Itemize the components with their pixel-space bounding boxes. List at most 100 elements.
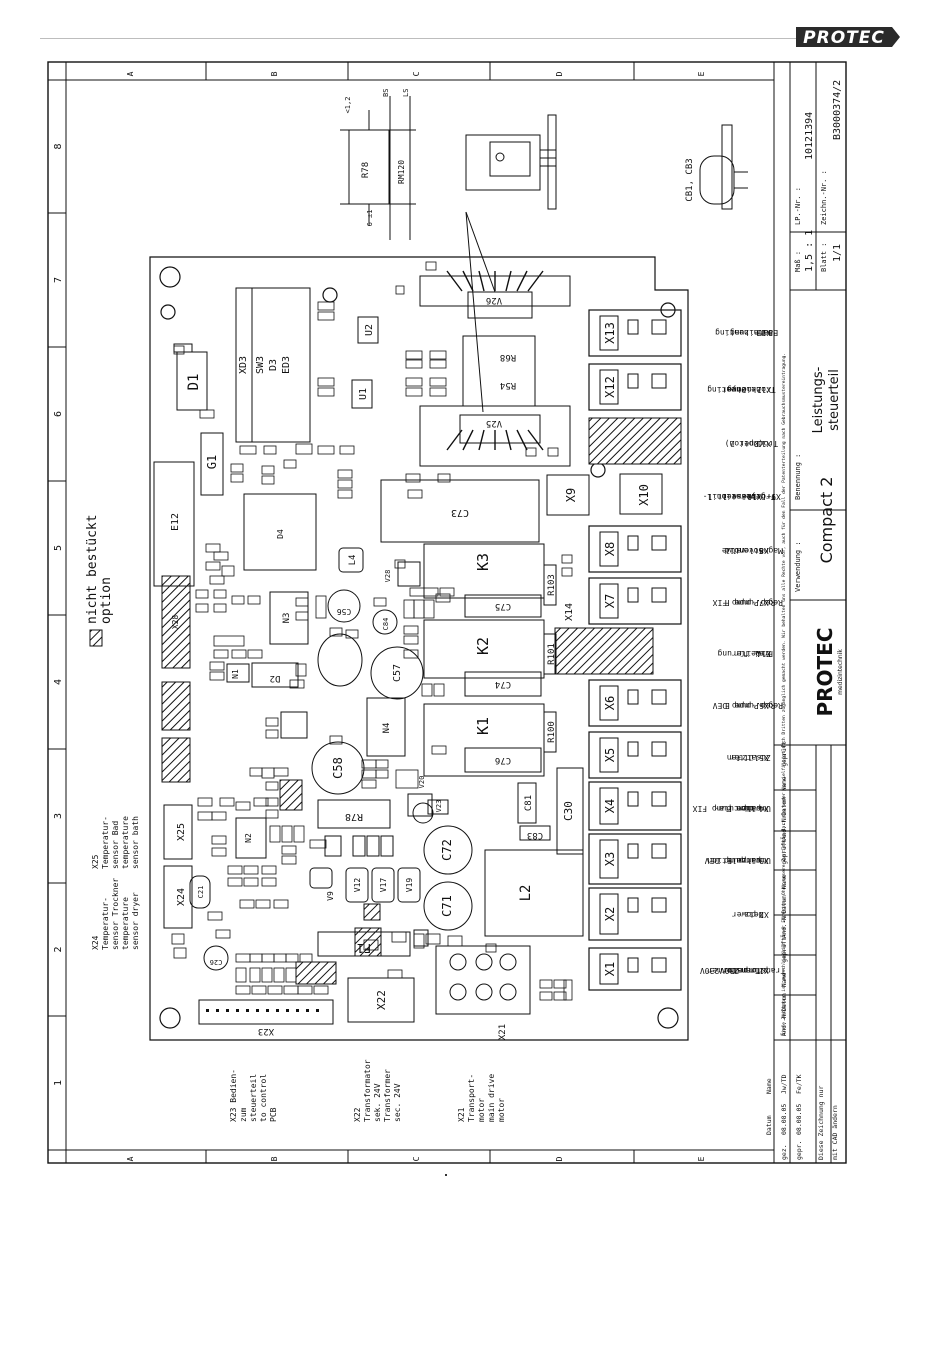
frame-letter-top: E <box>697 71 706 76</box>
smd-pad <box>173 345 185 355</box>
revision-headers: Änd.-Nr.DatumNamegeprüftÄnd.-Nr.DatumNam… <box>781 741 788 1036</box>
smd-pad <box>429 377 447 387</box>
smd-pad <box>235 801 251 811</box>
revision-header: Datum <box>781 993 788 1011</box>
label-BS: BS <box>382 89 390 97</box>
smd-pad <box>265 809 279 819</box>
smd-pad <box>295 663 307 677</box>
header-pin <box>276 1009 279 1012</box>
label-V19: V19 <box>405 878 414 893</box>
label-C30: C30 <box>562 801 575 821</box>
connector-label-x6: X6 <box>603 696 617 710</box>
connector-desc-line: X7 <box>759 598 769 607</box>
label-C76: C76 <box>495 755 511 765</box>
smd-pad <box>239 445 257 455</box>
smd-pad <box>403 649 419 659</box>
connector-desc-line: gebläse 1 <box>722 492 766 501</box>
connector-desc-line: Trockner- <box>732 492 775 501</box>
revision-header: Änd.-Nr. <box>781 811 788 840</box>
smd-pad <box>429 350 447 360</box>
connector-desc-line: PCB <box>269 1107 278 1122</box>
connector-desc-line: heating <box>707 385 741 394</box>
connector-desc-line: sensor Trockner <box>111 878 120 950</box>
smd-pad <box>195 603 209 613</box>
smd-pad <box>261 967 273 983</box>
frame-letter-top: D <box>555 71 564 76</box>
label-K1: K1 <box>474 717 492 735</box>
connector-desc-line: sensor Bad <box>111 821 120 869</box>
connector-label-x3: X3 <box>603 852 617 866</box>
connector-label-x2: X2 <box>603 907 617 921</box>
brand-logo: PROTEC <box>796 27 900 48</box>
smd-pad <box>395 769 419 789</box>
label-X23: X23 <box>258 1026 274 1036</box>
connector-desc-line: X24 <box>91 935 100 950</box>
smd-pad <box>261 767 275 779</box>
heatsink-fin <box>516 270 528 292</box>
benennung-line1: Leistungs- <box>811 366 826 433</box>
zeichn-label: Zeichn.-Nr. : <box>820 170 828 225</box>
cad-note-2: mit CAD ändern <box>831 1105 839 1160</box>
label-K2: K2 <box>474 637 492 655</box>
label-C26: C26 <box>210 958 223 966</box>
connector-label-x12: X12 <box>603 376 617 398</box>
label-X21: X21 <box>498 1024 508 1040</box>
label-C81: C81 <box>524 795 534 811</box>
smd-pad <box>230 473 244 483</box>
smd-pad <box>563 979 573 1001</box>
name-label: Name <box>765 1078 773 1094</box>
smd-pad <box>285 967 297 983</box>
connector-block-x6: X6 <box>588 679 682 727</box>
page-dot <box>445 1174 447 1176</box>
connector-desc-line: X1 <box>759 966 769 975</box>
heatsink-fin <box>446 270 463 292</box>
zeichn-value: B3000374/2 <box>832 80 843 140</box>
revision-header: Datum <box>781 797 788 815</box>
smd-pad <box>235 967 247 983</box>
smd-pad <box>197 811 213 821</box>
smd-pad <box>299 953 313 963</box>
smd-pad <box>405 350 423 360</box>
smd-pad <box>211 847 227 857</box>
smd-pad <box>281 825 293 843</box>
smd-pad <box>219 797 235 807</box>
smd-pad <box>337 479 353 489</box>
connector-desc-line: circula- <box>715 804 754 813</box>
connector-desc-line: motor <box>477 1098 486 1122</box>
smd-pad <box>329 735 343 745</box>
connector-desc-line: sensor bath <box>131 816 140 869</box>
header-pin <box>246 1009 249 1012</box>
label-XD3: XD3 <box>238 356 249 374</box>
label-LS: LS <box>402 89 410 97</box>
smd-pad <box>409 587 425 597</box>
smd-pad <box>209 575 225 585</box>
smd-pad <box>395 285 405 295</box>
smd-pad <box>403 599 415 619</box>
connector-desc-line: Temperatur- <box>101 816 110 869</box>
smd-pad <box>561 567 573 577</box>
cad-note-1: Diese Zeichnung nur <box>817 1086 825 1160</box>
smd-pad <box>317 311 335 321</box>
smd-pad <box>265 717 279 727</box>
smd-pad <box>273 899 289 909</box>
connector-desc-line: Dryer ventil- <box>703 492 766 501</box>
connector-desc-line: X5 <box>759 753 769 762</box>
label-C71: C71 <box>440 895 454 917</box>
connector-desc-line: X13 <box>757 328 772 337</box>
smd-pad <box>213 603 227 613</box>
connector-pin <box>475 953 493 971</box>
connector-desc-line: Magnetventil <box>725 546 783 555</box>
smd-pad <box>387 969 403 979</box>
smd-pad <box>265 797 279 807</box>
smd-pad <box>329 627 343 637</box>
connector-desc-line: valve <box>722 546 746 555</box>
connector-desc-line: fan <box>727 753 742 762</box>
smd-pad <box>423 587 439 597</box>
connector-desc-line: prim. 230V <box>700 966 748 975</box>
connector-block-x7: X7 <box>588 577 682 625</box>
benennung-label: Benennung : <box>794 454 802 500</box>
smd-pad <box>261 953 275 963</box>
